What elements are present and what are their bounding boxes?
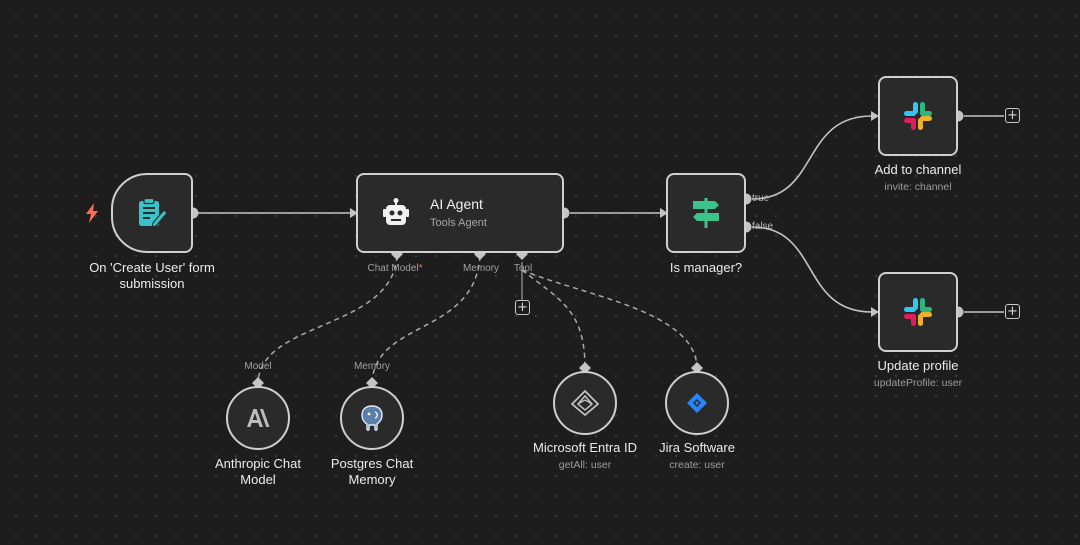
ai-agent-node[interactable]: AI Agent Tools Agent xyxy=(356,173,564,253)
arrowhead-update-profile xyxy=(871,307,879,317)
trigger-title-line1: On 'Create User' form xyxy=(89,260,215,275)
connection-tool-jira-dashed[interactable] xyxy=(521,269,698,369)
postgres-title-line1: Postgres Chat xyxy=(330,456,414,471)
add-tool-button[interactable]: + xyxy=(515,300,530,315)
anthropic-title-line1: Anthropic Chat xyxy=(215,456,301,471)
if-node-title: Is manager? xyxy=(669,260,743,275)
add-after-channel-button[interactable]: + xyxy=(1005,108,1020,123)
microsoft-entra-icon xyxy=(571,390,599,416)
anthropic-chat-model-node[interactable] xyxy=(226,386,290,450)
jira-node-title: Jira Software xyxy=(659,440,735,455)
robot-icon xyxy=(383,198,409,225)
postgres-title-line2: Memory xyxy=(348,472,396,487)
arrowhead-if xyxy=(660,208,668,218)
add-after-profile-button[interactable]: + xyxy=(1005,304,1020,319)
chat-model-port-text: Chat Model xyxy=(367,263,419,274)
postgres-chat-memory-node[interactable] xyxy=(340,386,404,450)
jira-node-subtitle: create: user xyxy=(669,459,725,471)
false-branch-label: false xyxy=(752,221,774,232)
connection-model-dashed[interactable] xyxy=(257,255,398,383)
form-icon xyxy=(139,197,168,228)
slack-add-title: Add to channel xyxy=(874,162,962,177)
slack-icon xyxy=(904,102,932,130)
if-node[interactable] xyxy=(666,173,746,253)
postgres-node-title: Postgres Chat Memory xyxy=(331,456,413,488)
arrowhead-agent xyxy=(350,208,358,218)
connection-memory-dashed[interactable] xyxy=(371,255,481,383)
slack-update-subtitle: updateProfile: user xyxy=(873,377,963,389)
tool-port-label: Tool xyxy=(513,263,533,274)
slack-icon xyxy=(904,298,932,326)
agent-title: AI Agent xyxy=(430,196,483,212)
anthropic-title-line2: Model xyxy=(240,472,276,487)
lightning-bolt-icon xyxy=(86,203,98,223)
anthropic-icon xyxy=(247,409,270,427)
jira-icon xyxy=(687,393,707,413)
postgres-elephant-icon xyxy=(361,405,383,431)
agent-subtitle: Tools Agent xyxy=(430,217,487,229)
slack-add-to-channel-node[interactable] xyxy=(878,76,958,156)
anthropic-port-label: Model xyxy=(244,361,272,372)
connection-true-to-add-channel[interactable] xyxy=(751,115,873,200)
jira-software-node[interactable] xyxy=(665,371,729,435)
signpost-icon xyxy=(693,198,719,228)
connection-false-to-update-profile[interactable] xyxy=(751,226,873,313)
entra-node-subtitle: getAll: user xyxy=(558,459,612,471)
slack-update-title: Update profile xyxy=(877,358,959,373)
trigger-node-title: On 'Create User' form submission xyxy=(89,260,215,292)
connection-tool-entra-dashed[interactable] xyxy=(521,269,586,369)
chat-model-port-label: Chat Model* xyxy=(367,263,422,274)
microsoft-entra-id-node[interactable] xyxy=(553,371,617,435)
postgres-port-label: Memory xyxy=(353,361,391,372)
true-branch-label: true xyxy=(752,193,770,204)
memory-port-label: Memory xyxy=(462,263,500,274)
slack-add-subtitle: invite: channel xyxy=(884,181,952,193)
slack-update-profile-node[interactable] xyxy=(878,272,958,352)
trigger-title-line2: submission xyxy=(119,276,185,291)
anthropic-node-title: Anthropic Chat Model xyxy=(215,456,301,488)
form-trigger-node[interactable] xyxy=(111,173,193,253)
entra-node-title: Microsoft Entra ID xyxy=(532,440,638,455)
arrowhead-add-channel xyxy=(871,111,879,121)
required-marker: * xyxy=(418,263,423,274)
